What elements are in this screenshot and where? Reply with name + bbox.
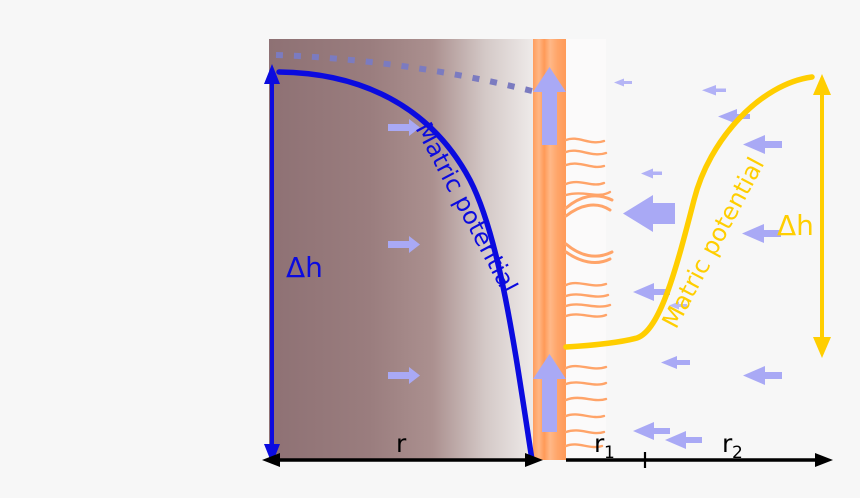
major-flux-arrow xyxy=(623,195,675,232)
root-uptake-arrows xyxy=(533,67,566,432)
axis-r-label: r xyxy=(396,429,407,458)
water-flux-arrows-left xyxy=(388,119,420,384)
root-hairs xyxy=(564,137,612,449)
matric-potential-curve-left xyxy=(276,69,535,463)
axis-r1-label-group: r 1 xyxy=(594,429,615,463)
reference-potential-dotted-line xyxy=(275,52,541,96)
bulk-soil-left-front xyxy=(269,39,533,460)
delta-h-left-label: Δh xyxy=(286,251,323,284)
delta-h-right: Δh xyxy=(777,74,831,358)
delta-h-right-label: Δh xyxy=(777,209,814,242)
axis-r1-r2: r 1 r 2 xyxy=(566,429,833,468)
delta-h-left: Δh xyxy=(264,64,323,464)
axis-r2-subscript: 2 xyxy=(732,443,743,463)
axis-r2-label-group: r 2 xyxy=(722,429,743,463)
axis-r2-label: r xyxy=(722,429,733,458)
axis-r1-label: r xyxy=(594,429,605,458)
water-flux-arrows-right xyxy=(614,78,782,449)
axis-r1-subscript: 1 xyxy=(604,443,615,463)
root-hairs-on-dark-aggregate xyxy=(564,194,614,264)
axis-r: r xyxy=(262,429,543,467)
matric-potential-curve-right xyxy=(563,74,815,350)
